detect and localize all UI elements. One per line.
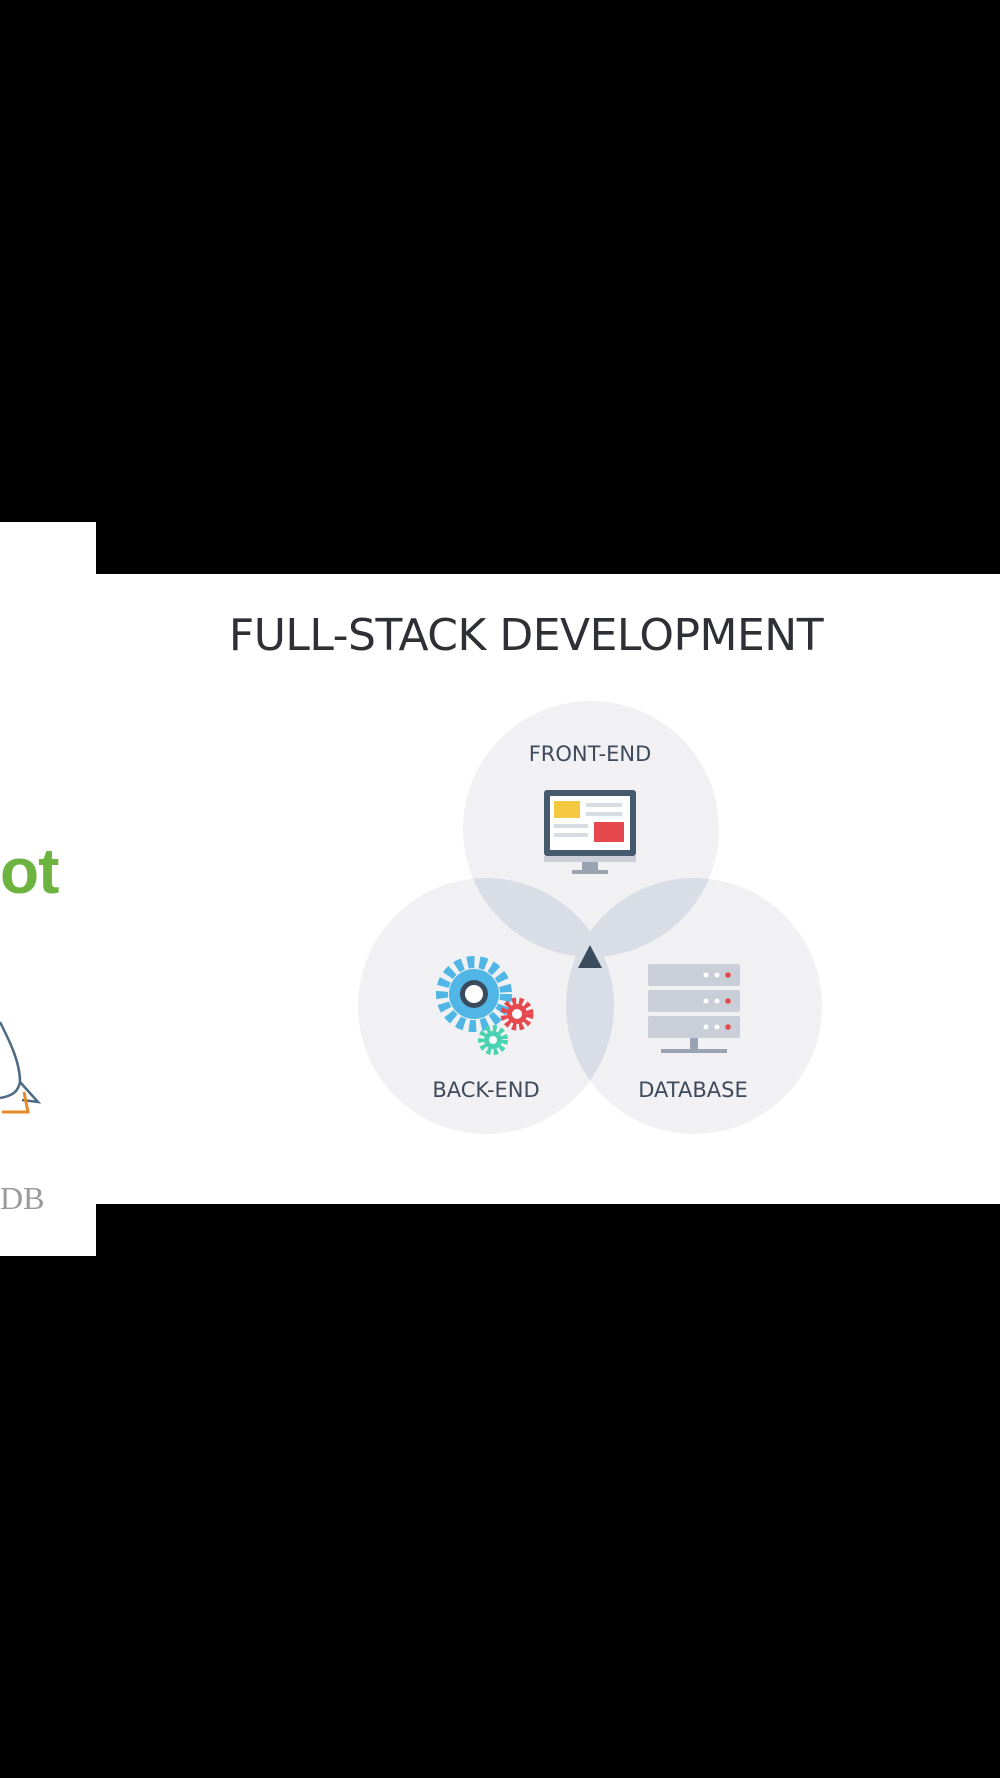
database-label: DATABASE bbox=[638, 1078, 747, 1102]
diagram-slide: FULL-STACK DEVELOPMENT bbox=[96, 574, 1000, 1204]
dolphin-logo-icon bbox=[0, 1021, 42, 1114]
overlap-front-back bbox=[463, 878, 614, 957]
overlap-front-database bbox=[566, 878, 719, 957]
back-end-label: BACK-END bbox=[432, 1078, 539, 1102]
venn-diagram: FRONT-END BACK-END DATABASE bbox=[358, 701, 822, 1134]
diagram-title: FULL-STACK DEVELOPMENT bbox=[228, 610, 824, 661]
left-slide-fragment: ot DB bbox=[0, 522, 96, 1256]
left-logo-subtext: DB bbox=[0, 1180, 45, 1216]
monitor-icon bbox=[544, 790, 636, 874]
front-end-label: FRONT-END bbox=[529, 742, 652, 766]
triangle-icon bbox=[578, 945, 602, 968]
gears-icon bbox=[436, 956, 534, 1055]
left-logo-text: ot bbox=[0, 835, 59, 907]
server-icon bbox=[648, 964, 740, 1053]
